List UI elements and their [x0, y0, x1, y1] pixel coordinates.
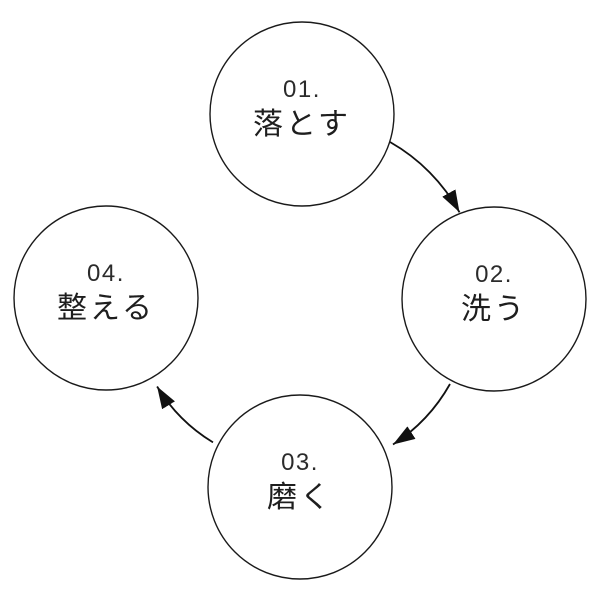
step-3-label: 磨く	[267, 481, 333, 514]
arrow-step2-to-step3	[392, 383, 451, 446]
step-4: 04. 整える	[57, 259, 155, 329]
step-1: 01. 落とす	[253, 75, 351, 145]
step-1-number: 01.	[283, 76, 321, 103]
step-3: 03. 磨く	[267, 448, 333, 518]
step-1-label: 落とす	[252, 108, 352, 141]
step-2-number: 02.	[475, 261, 513, 288]
step-2-circle	[401, 206, 587, 392]
step-4-label: 整える	[56, 292, 156, 325]
step-4-circle	[13, 205, 199, 391]
arrow-step1-to-step2	[389, 141, 461, 213]
step-3-number: 03.	[281, 449, 319, 476]
step-3-circle	[207, 394, 393, 580]
step-1-circle	[209, 21, 395, 207]
arrow-step3-to-step4	[156, 386, 214, 444]
step-4-number: 04.	[87, 260, 125, 287]
step-2: 02. 洗う	[461, 260, 527, 330]
step-2-label: 洗う	[461, 293, 527, 326]
